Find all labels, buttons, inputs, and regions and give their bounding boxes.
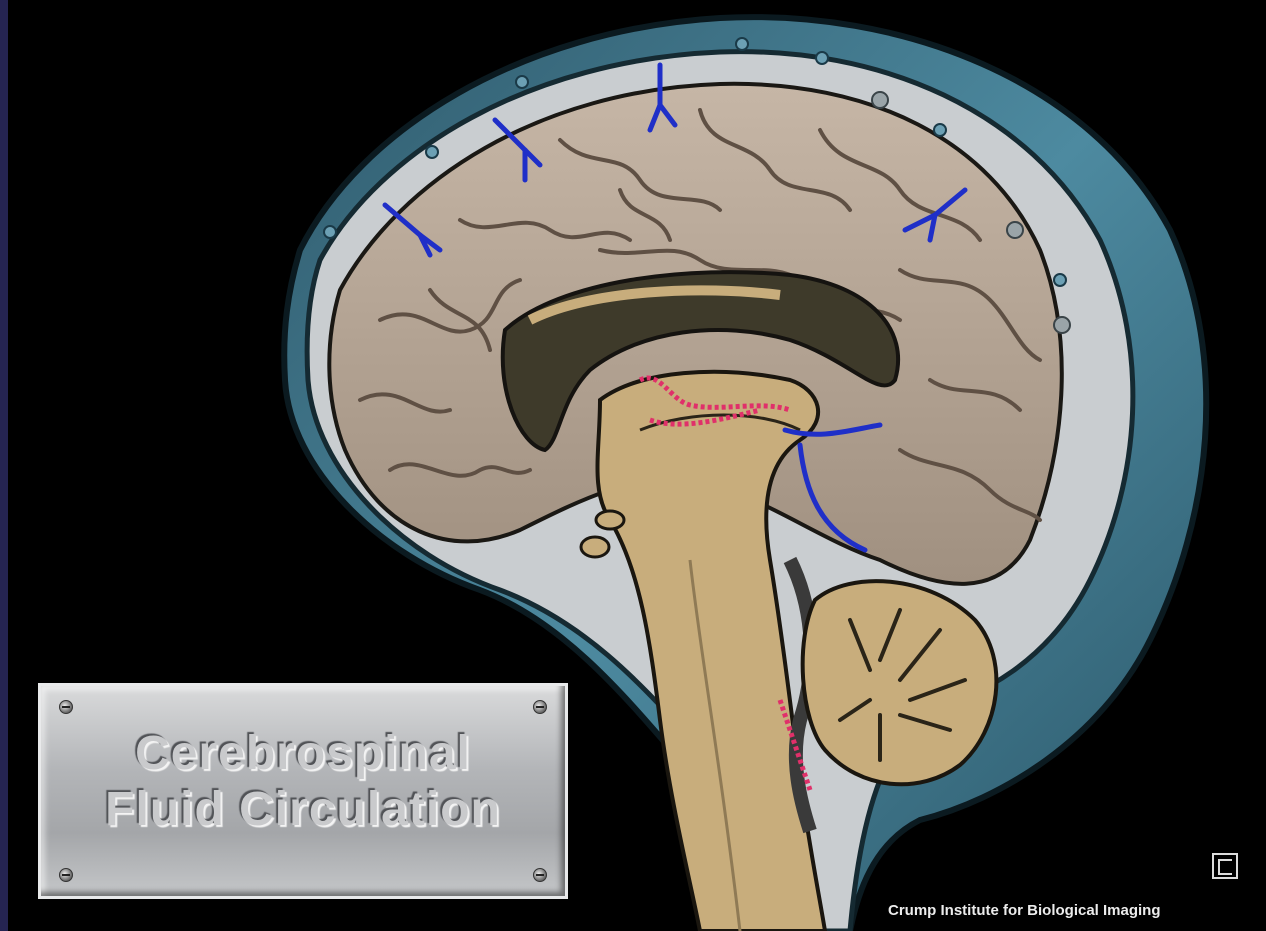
screw-icon	[59, 700, 73, 714]
plaque-title-line-2: Fluid Circulation	[41, 782, 565, 838]
screw-icon	[533, 700, 547, 714]
credit-text: Crump Institute for Biological Imaging	[888, 902, 1266, 919]
screw-icon	[533, 868, 547, 882]
screw-icon	[59, 868, 73, 882]
institute-logo-icon	[1212, 853, 1238, 879]
plaque-title: Cerebrospinal Fluid Circulation	[41, 726, 565, 838]
plaque-title-line-1: Cerebrospinal	[41, 726, 565, 782]
title-plaque: Cerebrospinal Fluid Circulation	[38, 683, 568, 899]
